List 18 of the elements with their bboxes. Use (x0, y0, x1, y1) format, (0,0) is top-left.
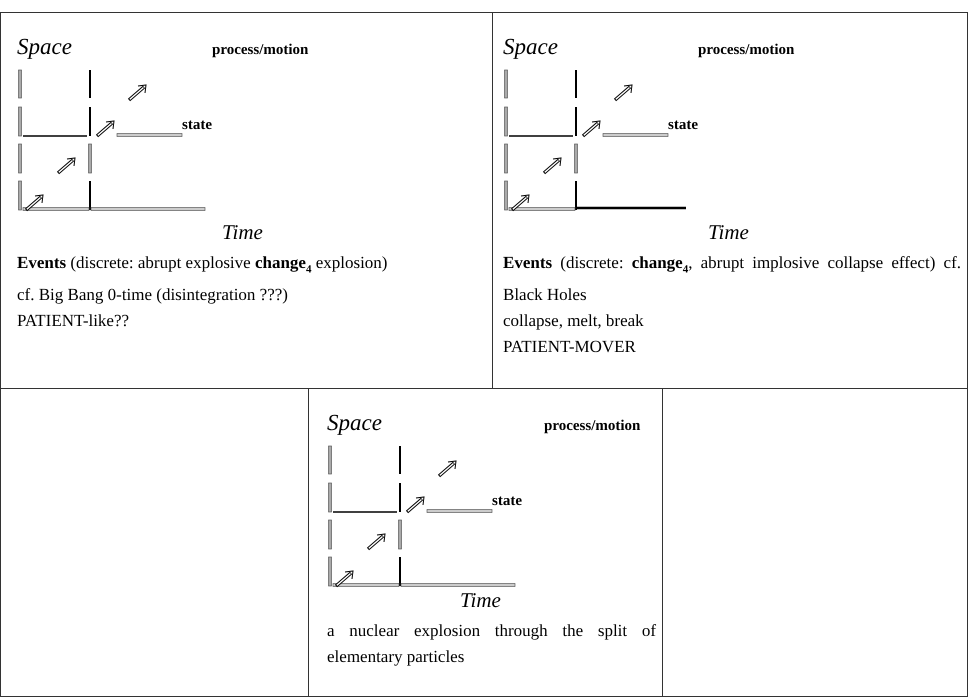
description-text: collapse, melt, break (503, 310, 645, 332)
axis-label: Time (460, 588, 501, 613)
description-text: a nuclear explosion through the split of elementary particles (327, 620, 656, 668)
description-text: cf. Big Bang 0-time (disintegration ???) (17, 284, 289, 306)
diagram-label: state (182, 117, 212, 134)
description-text: PATIENT-like?? (17, 310, 130, 332)
diagram-label: state (492, 493, 522, 510)
axis-label: Space (503, 34, 558, 60)
description-text: Events (discrete: abrupt explosive change$_{4}$ explosion) (17, 252, 388, 278)
diagram-label: process/motion (212, 42, 308, 59)
axis-label: Space (17, 34, 72, 60)
axis-label: Time (222, 220, 263, 245)
diagram-label: process/motion (544, 418, 640, 435)
axis-label: Time (708, 220, 749, 245)
description-text: PATIENT-MOVER (503, 336, 637, 358)
diagram-label: state (668, 117, 698, 134)
diagram-label: process/motion (698, 42, 794, 59)
axis-label: Space (327, 410, 382, 436)
